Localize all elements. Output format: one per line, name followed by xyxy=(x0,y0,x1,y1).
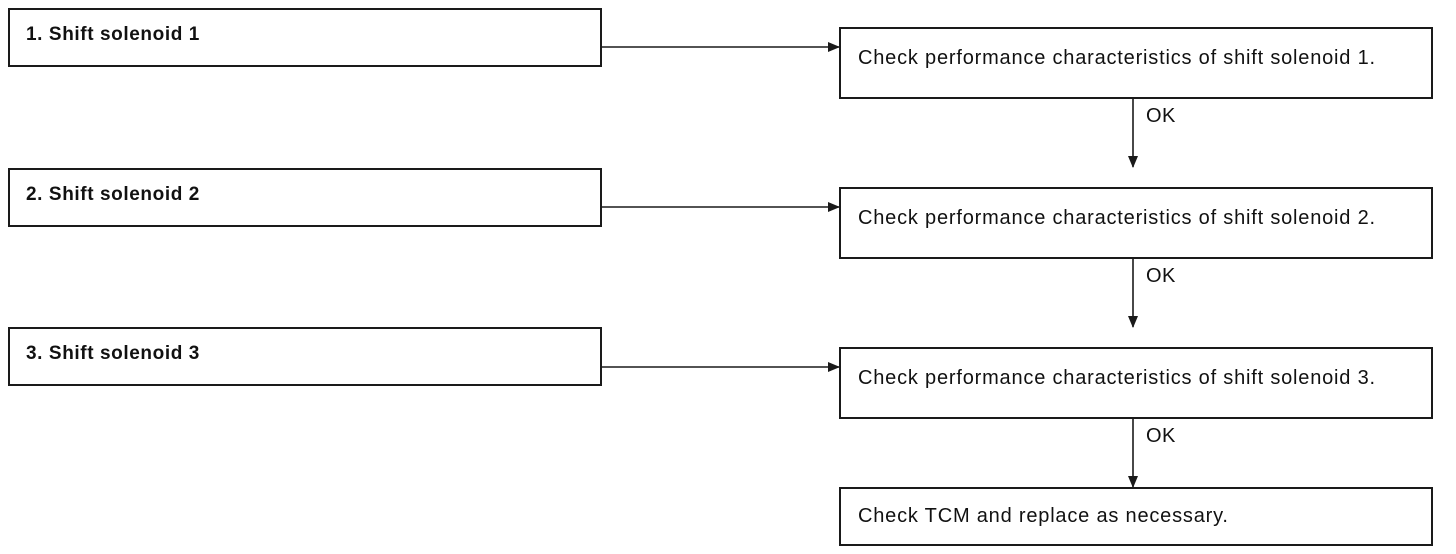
check-label-1: Check performance characteristics of shi… xyxy=(858,47,1376,69)
item-box-1: 1. Shift solenoid 1 xyxy=(8,8,602,67)
final-step-label: Check TCM and replace as necessary. xyxy=(858,505,1229,527)
item-box-3: 3. Shift solenoid 3 xyxy=(8,327,602,386)
ok-label-3: OK xyxy=(1146,425,1176,447)
ok-label-2: OK xyxy=(1146,265,1176,287)
final-step-box: Check TCM and replace as necessary. xyxy=(839,487,1433,546)
item-label-2: 2. Shift solenoid 2 xyxy=(26,184,200,205)
ok-label-1: OK xyxy=(1146,105,1176,127)
item-label-1: 1. Shift solenoid 1 xyxy=(26,24,200,45)
check-label-3: Check performance characteristics of shi… xyxy=(858,367,1376,389)
check-box-2: Check performance characteristics of shi… xyxy=(839,187,1433,259)
item-label-3: 3. Shift solenoid 3 xyxy=(26,343,200,364)
check-box-3: Check performance characteristics of shi… xyxy=(839,347,1433,419)
item-box-2: 2. Shift solenoid 2 xyxy=(8,168,602,227)
check-label-2: Check performance characteristics of shi… xyxy=(858,207,1376,229)
check-box-1: Check performance characteristics of shi… xyxy=(839,27,1433,99)
